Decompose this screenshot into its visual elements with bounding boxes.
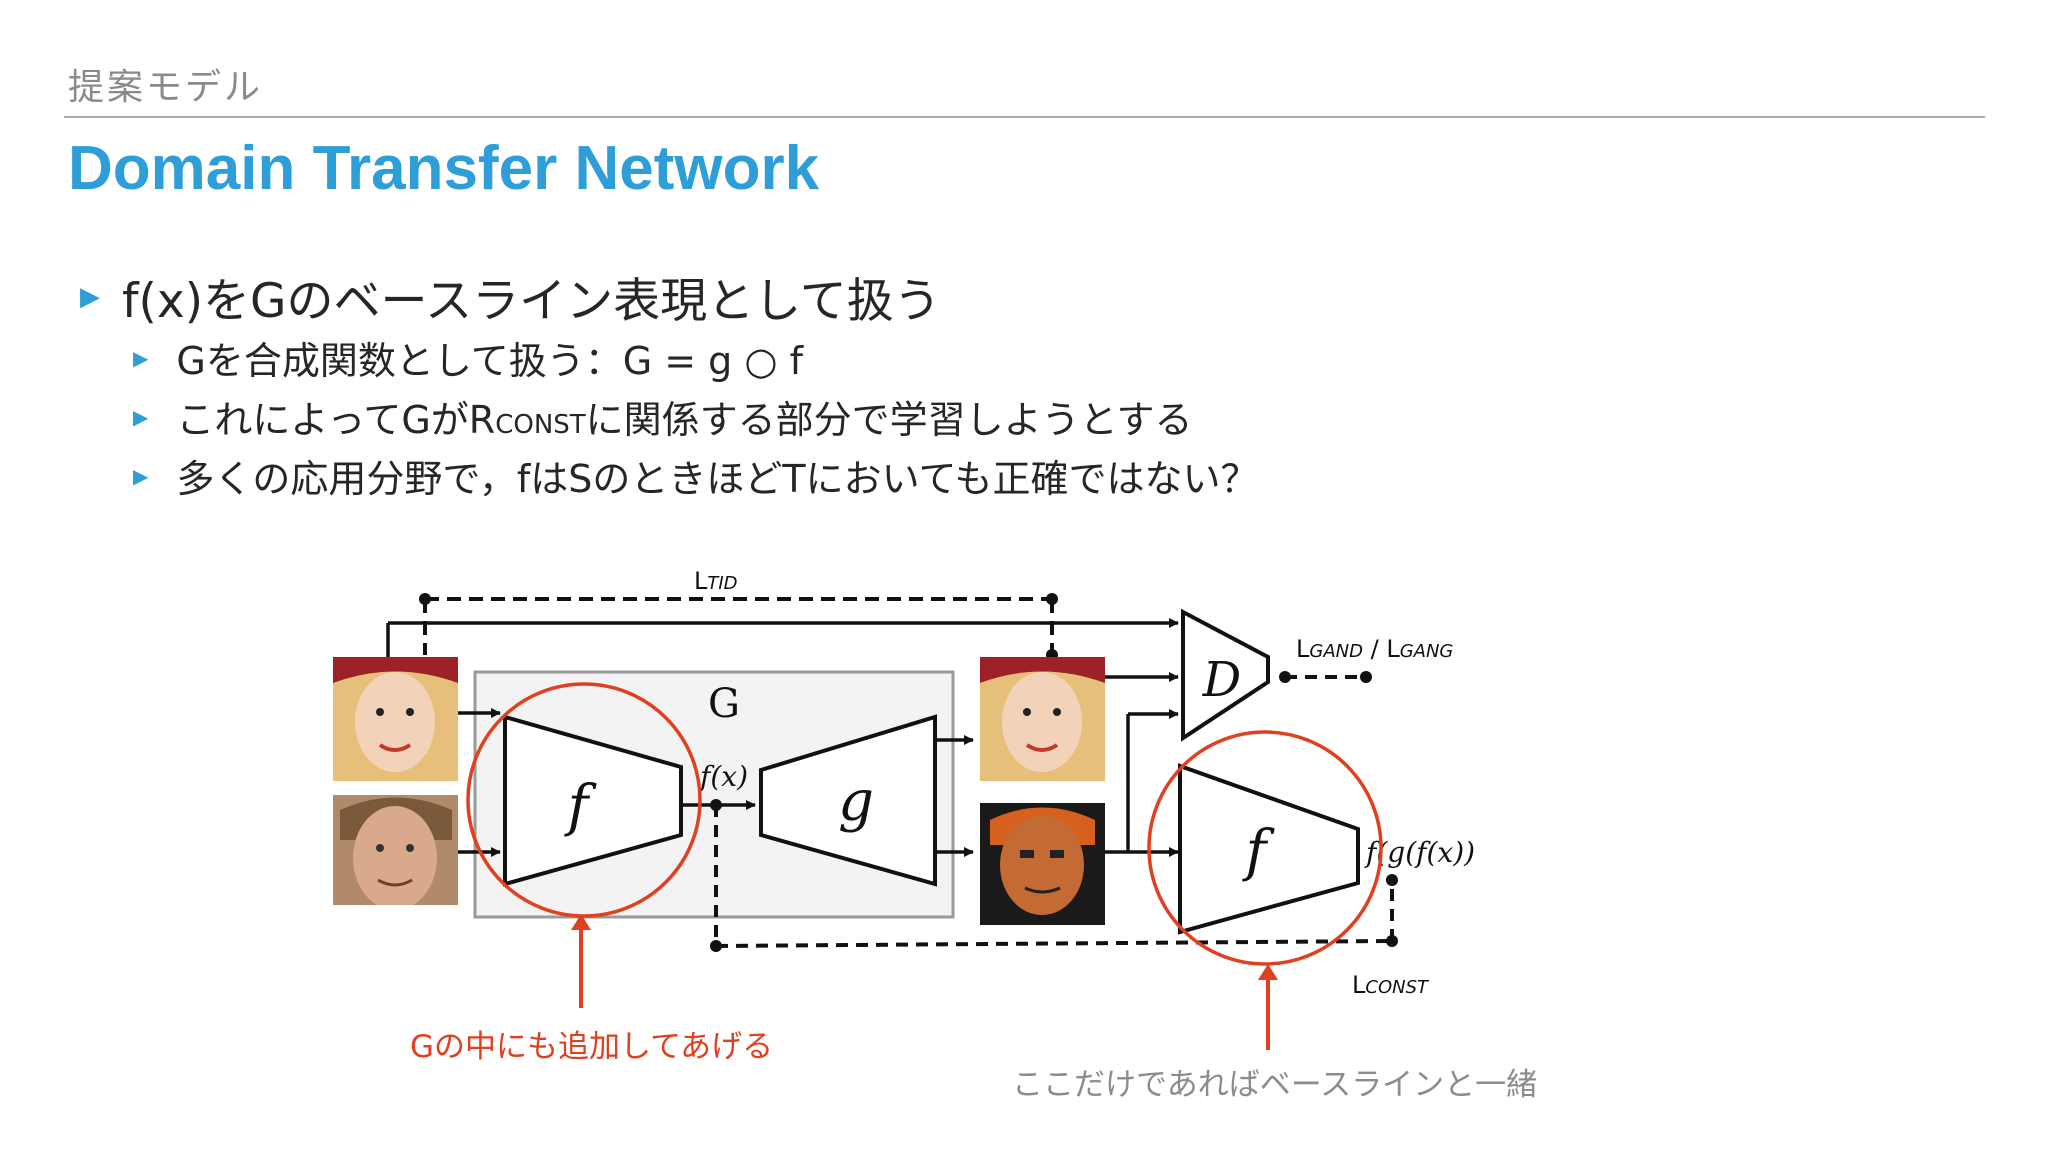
bullet-triangle-icon: ▶ [133, 463, 149, 488]
source-face-cartoon [333, 657, 458, 781]
lconst-label: LCONST [1352, 971, 1430, 999]
slide-title: Domain Transfer Network [68, 134, 820, 203]
lconst-dot-left [710, 940, 722, 952]
ltid-label: LTID [694, 567, 738, 595]
g-box-label: G [708, 681, 740, 727]
bullet-main-text: f(x)をGのベースライン表現として扱う [122, 274, 941, 329]
source-face-photo [333, 795, 458, 917]
bullet-sub-2-text: これによってGがRCONSTに関係する部分で学習しようとする [176, 398, 1193, 442]
ltid-dot-left [419, 593, 431, 605]
bullet-sub-1: ▶ Gを合成関数として扱う：G = g ○ f [133, 330, 803, 385]
bullet-triangle-icon: ▶ [80, 281, 100, 312]
bullet-sub-2: ▶ これによってGがRCONSTに関係する部分で学習しようとする [133, 389, 1193, 444]
g-decoder-label: g [838, 769, 874, 834]
f-encoder-left [503, 714, 683, 887]
output-face-cartoon [980, 657, 1105, 781]
bullet-sub-1-text: Gを合成関数として扱う：G = g ○ f [176, 339, 803, 383]
header-divider [64, 116, 1985, 118]
lconst-dot-source [1386, 874, 1398, 886]
highlight-circle-right [1147, 730, 1383, 966]
bullet-triangle-icon: ▶ [133, 345, 149, 370]
fx-label: f(x) [698, 760, 748, 793]
outputs-to-d-lines [1105, 672, 1179, 857]
d-label: D [1202, 652, 1241, 708]
d-discriminator [1181, 608, 1270, 742]
source-to-d-line [386, 618, 1179, 657]
bullet-sub-3-text: 多くの応用分野で，fはSのときほどTにおいても正確ではない？ [176, 457, 1259, 501]
bullet-sub-3: ▶ 多くの応用分野で，fはSのときほどTにおいても正確ではない？ [133, 448, 1259, 503]
lconst-loop [714, 805, 1394, 948]
annotation-arrowhead-left [571, 914, 591, 930]
highlight-circle-left [466, 682, 702, 918]
bullet-main: ▶ f(x)をGのベースライン表現として扱う [80, 262, 941, 331]
f-encoder-right [1178, 763, 1360, 935]
lgan-label: LGAND / LGANG [1296, 635, 1453, 663]
ltid-dot-right [1046, 593, 1058, 605]
g-decoder [759, 714, 937, 887]
lconst-dot-right [1386, 935, 1398, 947]
annotation-red-note: Gの中にも追加してあげる [410, 1029, 774, 1065]
d-output-dot-right [1360, 671, 1372, 683]
annotation-arrowhead-right [1258, 964, 1278, 980]
section-label: 提案モデル [68, 67, 264, 108]
annotation-gray-note: ここだけであればベースラインと一緒 [1012, 1067, 1538, 1103]
bullet-triangle-icon: ▶ [133, 404, 149, 429]
output-face-emoji [980, 803, 1105, 925]
d-output-dot-left [1279, 671, 1291, 683]
ltid-loop [423, 597, 1054, 655]
